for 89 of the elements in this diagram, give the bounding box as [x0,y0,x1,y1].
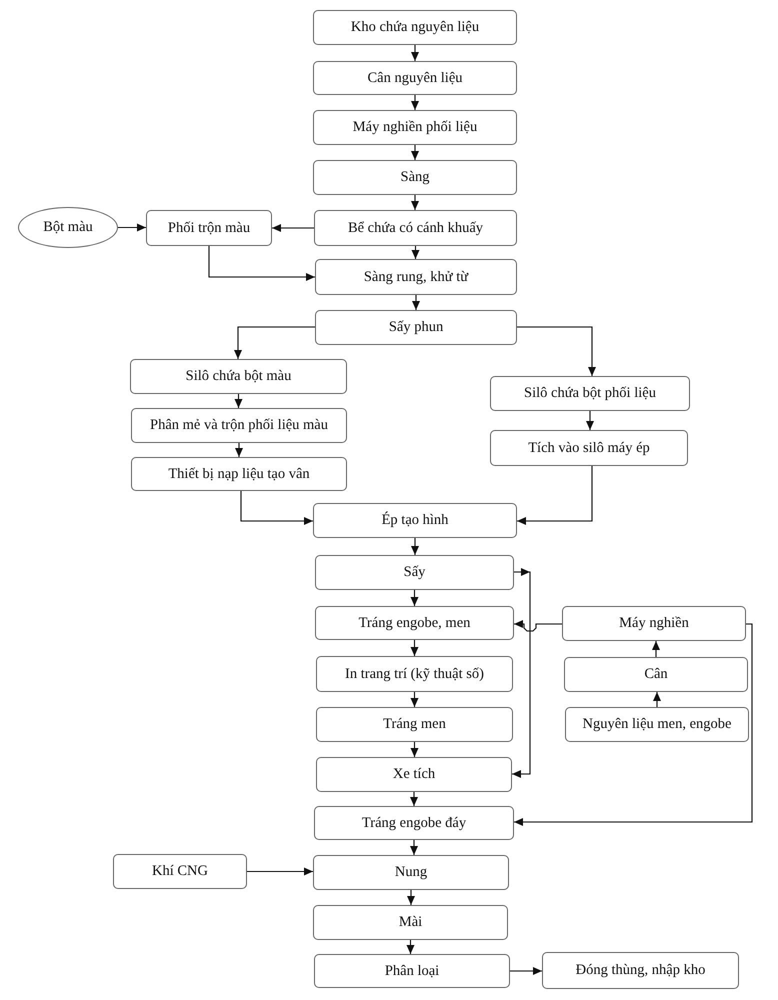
process-box [313,61,517,95]
arrow [234,394,242,408]
step-label: Silô chứa bột màu [186,368,292,385]
step-label: Mài [398,914,422,931]
process-box [313,855,509,890]
process-box [130,359,347,394]
process-box [314,954,510,988]
process-box [315,555,514,590]
arrow [234,326,315,359]
step-label: Thiết bị nạp liệu tạo vân [168,466,310,482]
process-box [316,757,512,792]
arrow [514,620,562,632]
arrow [208,246,315,281]
arrow [412,295,420,310]
arrow [512,568,531,778]
step-label: Phân mẻ và trộn phối liệu màu [150,417,328,434]
step-label: Kho chứa nguyên liệu [350,19,480,36]
step-label: Tráng engobe đáy [362,814,466,832]
arrow [410,742,418,757]
process-box [313,905,508,940]
step-label: Cân [644,666,668,683]
step-label: Tráng engobe, men [358,614,470,632]
arrow [653,692,661,707]
step-label: Nguyên liệu men, engobe [582,716,732,733]
step-label: Phân loại [384,962,440,980]
arrow [410,692,418,707]
process-box [315,310,517,345]
step-label: Bể chứa có cánh khuấy [348,220,484,236]
process-box [542,952,739,989]
step-label: Sàng rung, khử từ [364,268,468,286]
process-box [316,656,513,692]
arrow [517,326,596,376]
step-label: Tích vào silô máy ép [528,440,650,456]
arrow [247,868,313,876]
step-label: Tráng men [383,716,446,733]
process-box [313,160,517,195]
process-box [313,503,517,538]
process-box [313,10,517,45]
arrow [510,967,542,975]
step-label: Phối trộn màu [168,220,250,236]
arrow [586,411,594,430]
step-label: In trang trí (kỹ thuật số) [345,666,484,682]
process-box [316,707,513,742]
step-label: Máy nghiền [619,615,689,632]
step-label: Nung [394,864,428,881]
step-label: Sấy phun [388,319,444,336]
arrow [118,224,146,232]
process-box [313,110,517,145]
step-label: Silô chứa bột phối liệu [524,385,656,402]
process-box [146,210,272,246]
arrow [411,45,419,61]
process-box [562,606,746,641]
step-label: Sấy [404,564,426,581]
step-label: Khí CNG [152,863,208,880]
step-label: Đóng thùng, nhập kho [576,962,706,979]
arrow [406,940,414,954]
process-box [490,376,690,411]
arrow [411,95,419,110]
step-label: Bột màu [43,219,93,236]
step-label: Ép tạo hình [382,512,448,529]
arrow [514,623,753,826]
arrow [410,590,418,606]
process-box [314,210,517,246]
arrow [411,195,419,210]
process-box [131,408,347,443]
step-label: Xe tích [392,766,436,783]
process-box [315,606,514,640]
process-box [314,806,514,840]
arrow [517,466,593,525]
arrow [272,224,314,232]
arrow [240,491,313,525]
arrow [235,443,243,457]
arrow [410,840,418,855]
process-box [315,259,517,295]
arrow [410,640,418,656]
process-box [564,657,748,692]
step-label: Sàng [400,169,430,186]
arrow [411,538,419,555]
step-label: Máy nghiền phối liệu [352,119,478,136]
arrow [652,641,660,657]
arrow [412,246,420,259]
process-box [490,430,688,466]
step-label: Cân nguyên liệu [367,70,463,86]
process-box [131,457,347,491]
arrow [411,145,419,160]
arrow [407,890,415,905]
arrow [410,792,418,806]
process-box [565,707,749,742]
process-box [113,854,247,889]
